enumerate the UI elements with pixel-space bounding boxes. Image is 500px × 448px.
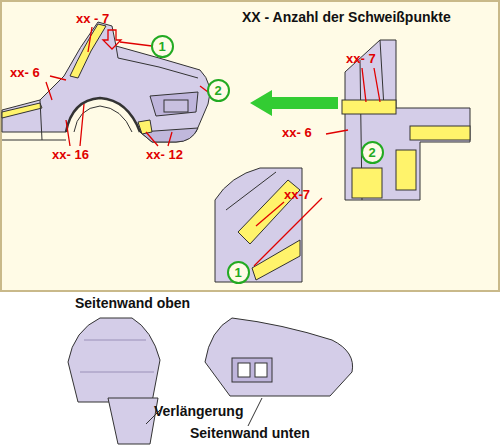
drawing-stroke xyxy=(80,340,154,372)
drawing-stroke xyxy=(205,318,353,396)
leader-lines-right xyxy=(326,68,380,134)
drawing-stroke xyxy=(46,76,66,100)
drawing-stroke xyxy=(238,363,250,377)
circled-number: 2 xyxy=(361,141,384,164)
part-leaders xyxy=(146,398,262,426)
drawing-stroke xyxy=(396,150,416,190)
callout-number: xx - 7 xyxy=(76,12,109,26)
part-name: Seitenwand unten xyxy=(190,426,310,441)
leader-lines-lower xyxy=(254,198,322,266)
drawing-stroke xyxy=(120,42,152,46)
drawing-stroke xyxy=(255,363,267,377)
drawing-stroke xyxy=(345,40,470,200)
circled-number: 1 xyxy=(151,35,174,58)
drawing-stroke xyxy=(164,100,188,112)
drawing-stroke xyxy=(256,202,284,226)
drawing-stroke xyxy=(342,100,396,114)
drawing-stroke xyxy=(66,98,140,132)
drawing-stroke xyxy=(66,104,84,146)
circled-number: 2 xyxy=(207,79,230,102)
detail-lower xyxy=(215,168,302,282)
drawing-stroke xyxy=(103,30,121,49)
drawing-stroke xyxy=(70,24,106,78)
title: XX - Anzahl der Schweißpunkte xyxy=(242,10,451,25)
top-panel xyxy=(1,1,499,291)
drawing-stroke xyxy=(150,92,198,116)
drawing-stroke xyxy=(362,68,380,102)
drawing-stroke xyxy=(254,198,322,266)
drawing-stroke xyxy=(88,27,92,52)
leader-lines xyxy=(46,27,208,146)
part-name: Verlängerung xyxy=(154,404,243,419)
drawing-stroke xyxy=(2,22,210,142)
callout-number: xx- 6 xyxy=(282,126,312,140)
circle-number: 1 xyxy=(158,40,165,53)
drawing-stroke xyxy=(232,358,272,382)
drawing-stroke xyxy=(352,168,382,198)
drawing-stroke xyxy=(215,168,302,282)
drawing-stroke xyxy=(2,103,42,118)
part-seitenwand-unten xyxy=(205,318,353,396)
detail-right xyxy=(342,40,470,200)
circle-number: 1 xyxy=(234,266,241,279)
callout-number: xx- 16 xyxy=(52,148,89,162)
car-rear xyxy=(2,22,210,142)
drawing-stroke xyxy=(146,132,172,146)
drawing-stroke xyxy=(410,126,470,140)
circle-number: 2 xyxy=(214,84,221,97)
callout-number: xx-7 xyxy=(284,188,310,202)
circled-number: 1 xyxy=(227,261,250,284)
callout-number: xx- 7 xyxy=(346,52,376,66)
drawing-stroke xyxy=(108,398,158,444)
part-seitenwand-oben xyxy=(68,318,160,402)
circle-number: 2 xyxy=(368,146,375,159)
drawing-stroke xyxy=(248,398,262,426)
drawing-stroke xyxy=(68,318,160,402)
part-verlaengerung xyxy=(108,398,158,444)
part-name: Seitenwand oben xyxy=(75,296,190,311)
callout-number: xx- 12 xyxy=(146,148,183,162)
direction-arrow xyxy=(250,90,338,116)
drawing-stroke xyxy=(2,100,66,140)
drawing-stroke xyxy=(326,130,348,134)
drawing-stroke xyxy=(226,172,276,210)
callout-number: xx- 6 xyxy=(10,66,40,80)
